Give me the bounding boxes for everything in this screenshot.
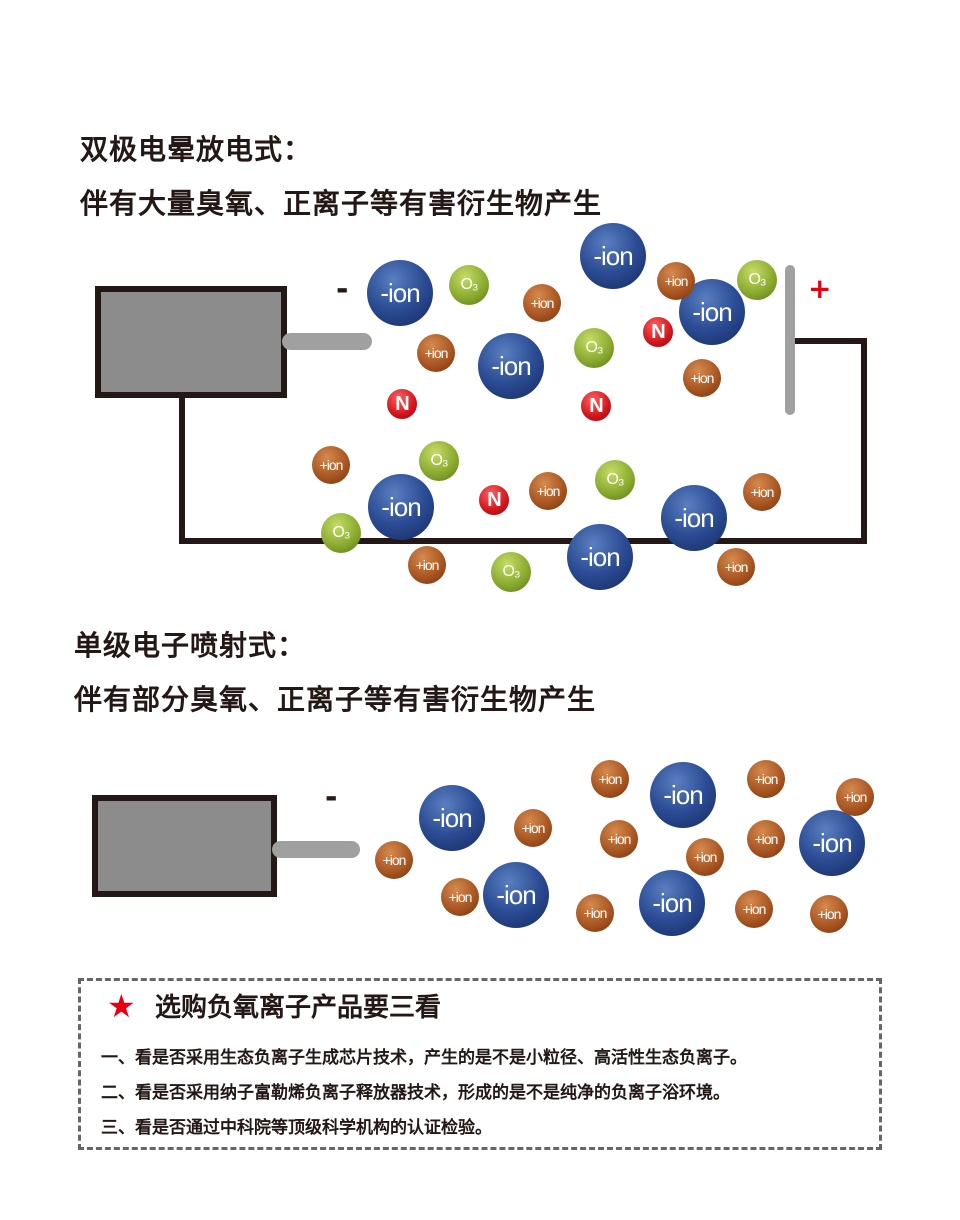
positive-ion-ball: +ion [529, 472, 567, 510]
negative-ion-ball: -ion [483, 862, 549, 928]
negative-ion-ball: -ion [799, 810, 865, 876]
ozone-ball: O₃ [321, 513, 361, 553]
positive-ion-ball: +ion [836, 778, 874, 816]
positive-ion-ball: +ion [747, 820, 785, 858]
section1-title: 双极电晕放电式： [80, 133, 313, 166]
nitrogen-ball: N [385, 387, 419, 421]
negative-ion-ball: -ion [639, 870, 705, 936]
tip-item: 一、看是否采用生态负离子生成芯片技术，产生的是不是小粒径、高活性生态负离子。 [101, 1048, 747, 1068]
positive-ion-ball: +ion [417, 334, 455, 372]
positive-ion-ball: +ion [523, 284, 561, 322]
ozone-ball: O₃ [449, 265, 489, 305]
positive-ion-ball: +ion [657, 262, 695, 300]
negative-ion-ball: -ion [567, 524, 633, 590]
positive-ion-ball: +ion [743, 473, 781, 511]
section2-subtitle: 伴有部分臭氧、正离子等有害衍生物产生 [74, 683, 597, 716]
tips-title: 选购负氧离子产品要三看 [155, 993, 442, 1023]
ion-generator-box [95, 286, 287, 398]
wire [793, 338, 867, 344]
positive-ion-ball: +ion [747, 760, 785, 798]
positive-ion-ball: +ion [735, 890, 773, 928]
minus-sign: - [325, 780, 338, 815]
positive-ion-ball: +ion [810, 895, 848, 933]
ozone-ball: O₃ [737, 260, 777, 300]
nitrogen-ball: N [641, 315, 675, 349]
nitrogen-ball: N [477, 483, 511, 517]
ozone-ball: O₃ [419, 441, 459, 481]
wire [861, 338, 867, 544]
section1-subtitle: 伴有大量臭氧、正离子等有害衍生物产生 [80, 187, 603, 220]
nitrogen-ball: N [579, 389, 613, 423]
collector-plate [785, 265, 795, 415]
positive-ion-ball: +ion [717, 548, 755, 586]
positive-ion-ball: +ion [441, 878, 479, 916]
positive-ion-ball: +ion [686, 838, 724, 876]
positive-ion-ball: +ion [514, 809, 552, 847]
section2-title: 单级电子喷射式： [74, 629, 307, 662]
positive-ion-ball: +ion [591, 760, 629, 798]
buying-tips-box: ★ 选购负氧离子产品要三看 一、看是否采用生态负离子生成芯片技术，产生的是不是小… [78, 978, 882, 1150]
tip-item: 三、看是否通过中科院等顶级科学机构的认证检验。 [101, 1118, 492, 1138]
emitter-needle [272, 841, 360, 858]
positive-ion-ball: +ion [408, 546, 446, 584]
ozone-ball: O₃ [574, 328, 614, 368]
negative-ion-ball: -ion [661, 485, 727, 551]
wire [179, 538, 867, 544]
plus-sign: + [808, 272, 832, 305]
ozone-ball: O₃ [595, 460, 635, 500]
negative-ion-ball: -ion [478, 333, 544, 399]
star-icon: ★ [107, 987, 136, 1025]
ion-generator-box [92, 795, 277, 897]
positive-ion-ball: +ion [375, 841, 413, 879]
negative-ion-ball: -ion [368, 474, 434, 540]
emitter-needle [282, 333, 372, 350]
negative-ion-ball: -ion [580, 223, 646, 289]
ozone-ball: O₃ [491, 552, 531, 592]
negative-ion-ball: -ion [650, 762, 716, 828]
positive-ion-ball: +ion [312, 446, 350, 484]
positive-ion-ball: +ion [576, 894, 614, 932]
positive-ion-ball: +ion [600, 820, 638, 858]
negative-ion-ball: -ion [419, 785, 485, 851]
negative-ion-ball: -ion [367, 260, 433, 326]
wire [179, 396, 185, 544]
minus-sign: - [336, 272, 349, 307]
positive-ion-ball: +ion [683, 359, 721, 397]
tip-item: 二、看是否采用纳子富勒烯负离子释放器技术，形成的是不是纯净的负离子浴环境。 [101, 1083, 730, 1103]
